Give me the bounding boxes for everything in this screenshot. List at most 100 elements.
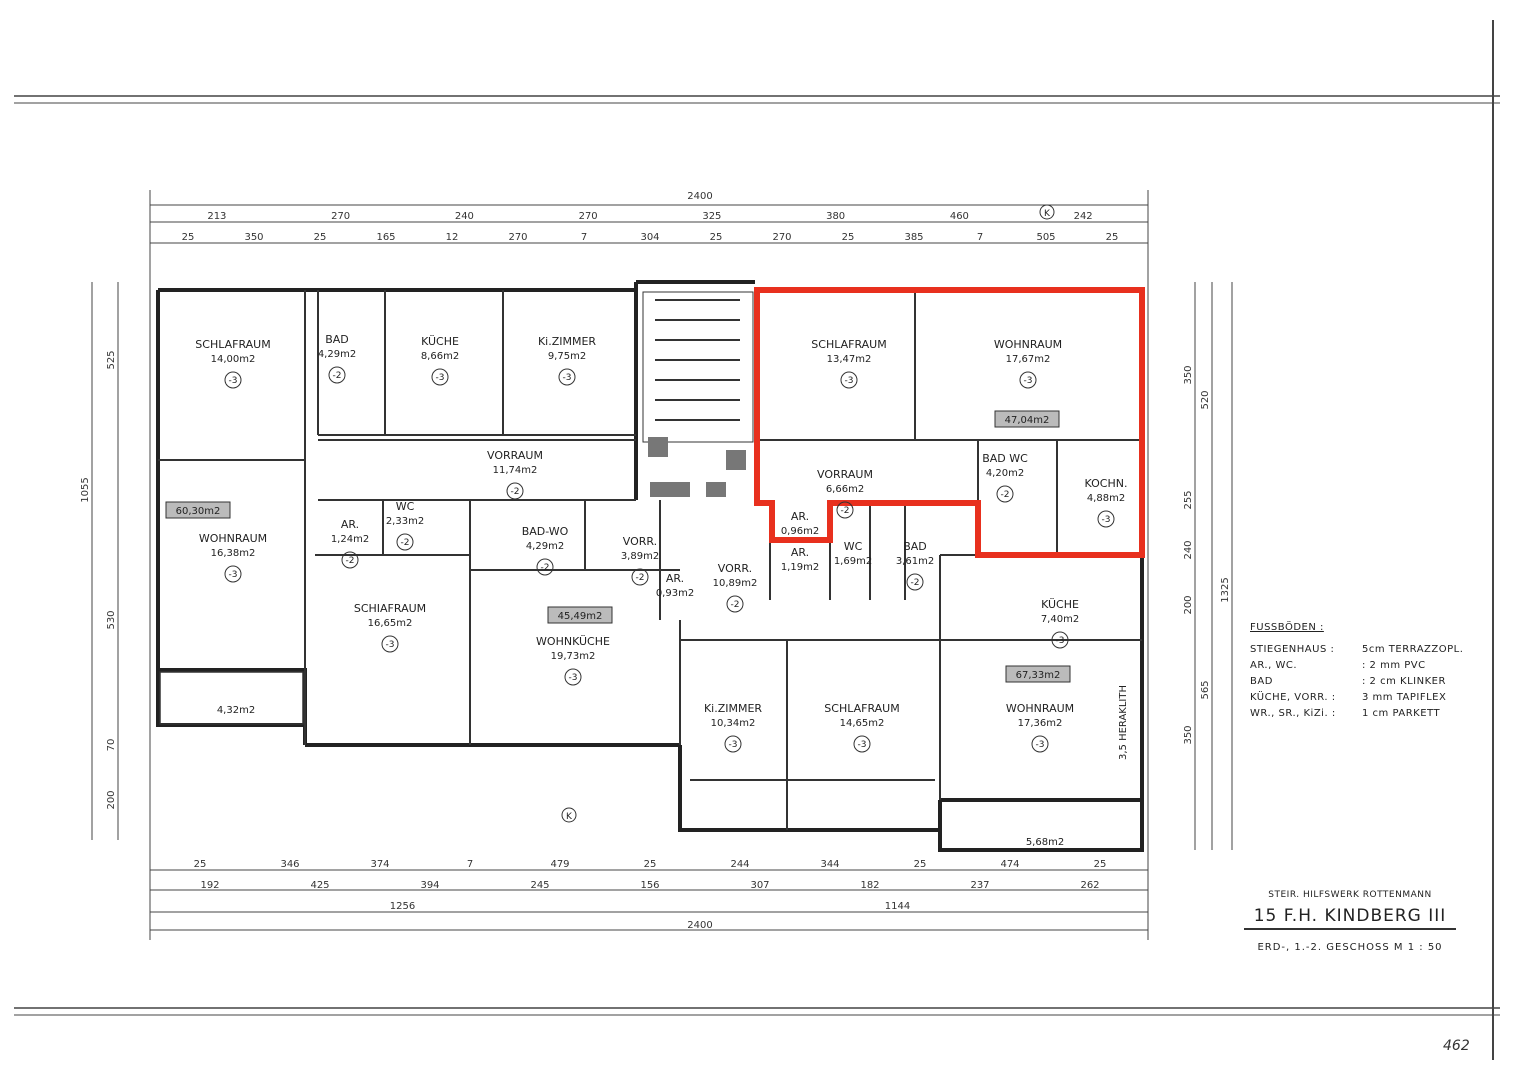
room-area: 11,74m2 xyxy=(493,465,538,476)
level-marker xyxy=(328,366,346,384)
room-name: SCHLAFRAUM xyxy=(195,338,270,351)
room-area: 8,66m2 xyxy=(421,351,459,362)
dimension-label: 350 xyxy=(244,232,263,243)
dimension-label: 1325 xyxy=(1220,577,1231,602)
room-name: SCHLAFRAUM xyxy=(824,702,899,715)
room-name: Ki.ZIMMER xyxy=(704,702,762,715)
title-org: STEIR. HILFSWERK ROTTENMANN xyxy=(1268,890,1432,900)
dimension-label: 380 xyxy=(826,211,845,222)
room: WC1,69m2 xyxy=(834,540,872,567)
level-marker xyxy=(906,573,924,591)
room-level: -2 xyxy=(401,538,410,548)
dimension-label: 7 xyxy=(581,232,587,243)
room: SCHLAFRAUM 14,65m2 -3 xyxy=(824,702,900,753)
room-name: WOHNRAUM xyxy=(1006,702,1074,715)
dimension-label: 425 xyxy=(310,880,329,891)
page-number: 462 xyxy=(1443,1038,1470,1054)
room-area: 0,96m2 xyxy=(781,526,819,537)
room-area: 3,61m2 xyxy=(896,556,934,567)
room-labels: SCHLAFRAUM14,00m2-3BAD4,29m2-2KÜCHE8,66m… xyxy=(195,333,1127,848)
dimension-label: 530 xyxy=(106,610,117,629)
room-name: WOHNRAUM xyxy=(199,532,267,545)
room-area: 9,75m2 xyxy=(548,351,586,362)
room-level: -3 xyxy=(1036,740,1045,750)
legend-row: BAD: 2 cm KLINKER xyxy=(1250,674,1463,690)
room-area: 5,68m2 xyxy=(1026,837,1064,848)
dimension-label: 344 xyxy=(820,859,839,870)
room-name: Ki.ZIMMER xyxy=(538,335,596,348)
level-marker xyxy=(431,368,449,386)
room-level: -2 xyxy=(333,371,342,381)
room-level: -3 xyxy=(436,373,445,383)
sheet-frame xyxy=(14,20,1500,1060)
unit-total-box xyxy=(994,410,1060,428)
room-area: 0,93m2 xyxy=(656,588,694,599)
room-name: BAD xyxy=(903,540,927,553)
level-marker xyxy=(853,735,871,753)
room-area: 4,29m2 xyxy=(526,541,564,552)
room-name: KOCHN. xyxy=(1085,477,1128,490)
room-area: 14,65m2 xyxy=(840,718,885,729)
room-area: 16,65m2 xyxy=(368,618,413,629)
level-marker xyxy=(840,371,858,389)
dimension-label: 350 xyxy=(1183,725,1194,744)
room-level: -3 xyxy=(386,640,395,650)
room-level: -3 xyxy=(1102,515,1111,525)
dimension-label: 25 xyxy=(1106,232,1119,243)
level-marker xyxy=(381,635,399,653)
title-subtitle: ERD-, 1.-2. GESCHOSS M 1 : 50 xyxy=(1257,942,1443,953)
dimension-label: 346 xyxy=(280,859,299,870)
dimension-label: 505 xyxy=(1036,232,1055,243)
room-level: -3 xyxy=(229,376,238,386)
dimension-label: 1256 xyxy=(390,901,415,912)
dimension-label: 2400 xyxy=(687,920,712,931)
level-marker xyxy=(224,565,242,583)
legend-key: STIEGENHAUS : xyxy=(1250,644,1335,655)
room-name: BAD WC xyxy=(982,452,1028,465)
room: KOCHN.4,88m2-3 xyxy=(1085,477,1128,528)
room-area: 17,67m2 xyxy=(1006,354,1051,365)
room: WC2,33m2-2 xyxy=(386,500,424,551)
unit-total-box xyxy=(547,606,613,624)
dimension-label: 7 xyxy=(467,859,473,870)
room-name: AR. xyxy=(666,572,684,585)
legend-value: 1 cm PARKETT xyxy=(1362,708,1441,719)
dimension-label: 304 xyxy=(640,232,659,243)
dimension-label: 262 xyxy=(1080,880,1099,891)
dimension-label: 270 xyxy=(331,211,350,222)
room-name: BAD-WO xyxy=(522,525,569,538)
room-level: -3 xyxy=(858,740,867,750)
room-level: -3 xyxy=(563,373,572,383)
room-level: -2 xyxy=(511,487,520,497)
dimension-label: 270 xyxy=(579,211,598,222)
dimension-label: 245 xyxy=(530,880,549,891)
room-level: -2 xyxy=(911,578,920,588)
dimension-label: 325 xyxy=(702,211,721,222)
room-area: 19,73m2 xyxy=(551,651,596,662)
room: BAD 3,61m2 -2 xyxy=(896,540,934,591)
room-area: 3,89m2 xyxy=(621,551,659,562)
dimension-label: 182 xyxy=(860,880,879,891)
legend-row: WR., SR., KiZi. :1 cm PARKETT xyxy=(1250,706,1463,722)
level-marker xyxy=(726,595,744,613)
room: VORR.10,89m2-2 xyxy=(713,562,757,613)
dimension-label: 520 xyxy=(1200,390,1211,409)
room-level: -2 xyxy=(1001,490,1010,500)
room-area: 13,47m2 xyxy=(827,354,872,365)
level-marker xyxy=(224,371,242,389)
room-name: AR. xyxy=(791,546,809,559)
room: AR.0,96m2 xyxy=(781,510,819,537)
dimension-label: 1055 xyxy=(80,477,91,502)
room: AR.1,24m2-2 xyxy=(331,518,369,569)
room-level: -3 xyxy=(845,376,854,386)
dimension-label: 307 xyxy=(750,880,769,891)
room-level: -3 xyxy=(569,673,578,683)
dimension-label: 240 xyxy=(1183,540,1194,559)
